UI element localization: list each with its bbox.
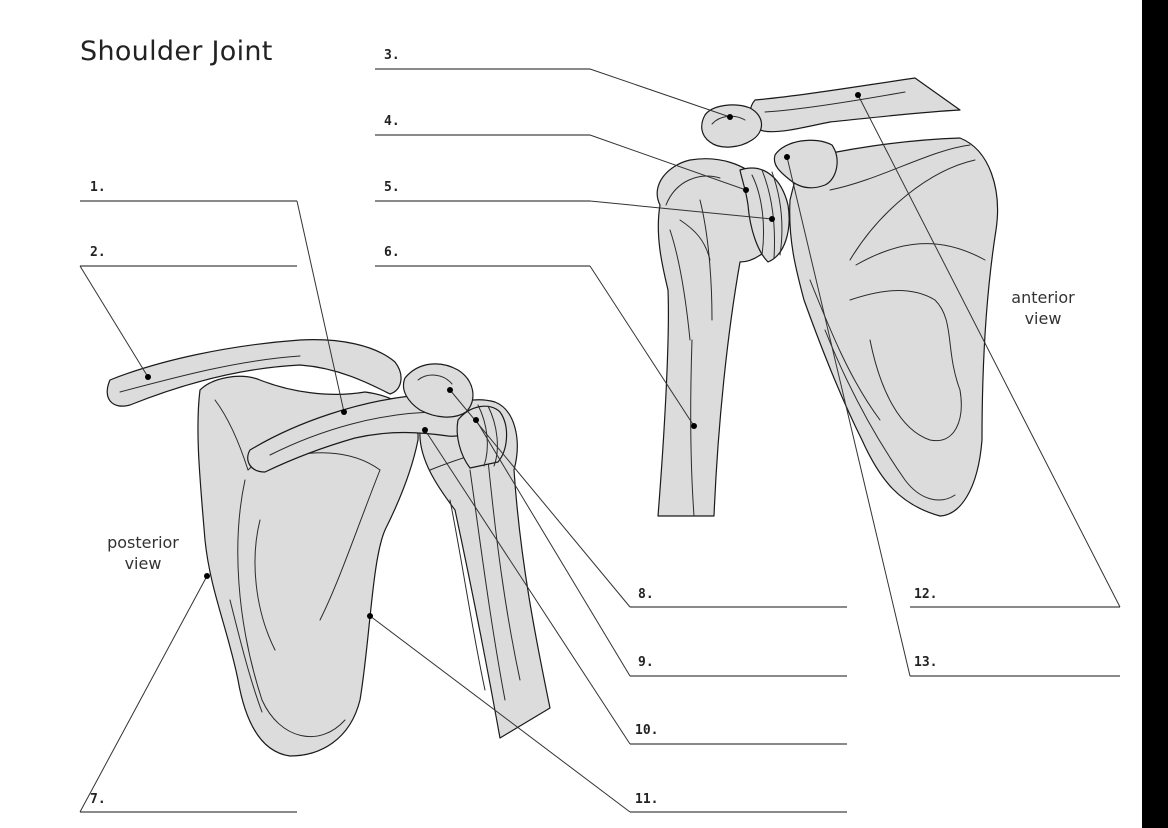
anterior-acromion [702, 105, 762, 147]
label-2: 2. [90, 245, 106, 260]
label-5: 5. [384, 180, 400, 195]
label-1: 1. [90, 180, 106, 195]
label-12: 12. [914, 587, 937, 602]
label-7: 7. [90, 792, 106, 807]
anterior-clavicle [750, 78, 960, 132]
anterior-coracoid [774, 140, 837, 187]
label-9: 9. [638, 655, 654, 670]
label-4: 4. [384, 114, 400, 129]
anterior-scapula [790, 138, 998, 516]
posterior-caption-line-2: view [88, 553, 198, 574]
label-13: 13. [914, 655, 937, 670]
anterior-view-drawing [657, 78, 997, 516]
label-11: 11. [635, 792, 658, 807]
posterior-caption-line-1: posterior [88, 532, 198, 553]
anterior-caption-line-1: anterior [988, 287, 1098, 308]
label-3: 3. [384, 48, 400, 63]
label-10: 10. [635, 723, 658, 738]
label-8: 8. [638, 587, 654, 602]
posterior-view-caption: posterior view [88, 532, 198, 574]
worksheet: Shoulder Joint [0, 0, 1142, 828]
anterior-view-caption: anterior view [988, 287, 1098, 329]
anterior-caption-line-2: view [988, 308, 1098, 329]
shoulder-diagram [0, 0, 1142, 828]
label-6: 6. [384, 245, 400, 260]
